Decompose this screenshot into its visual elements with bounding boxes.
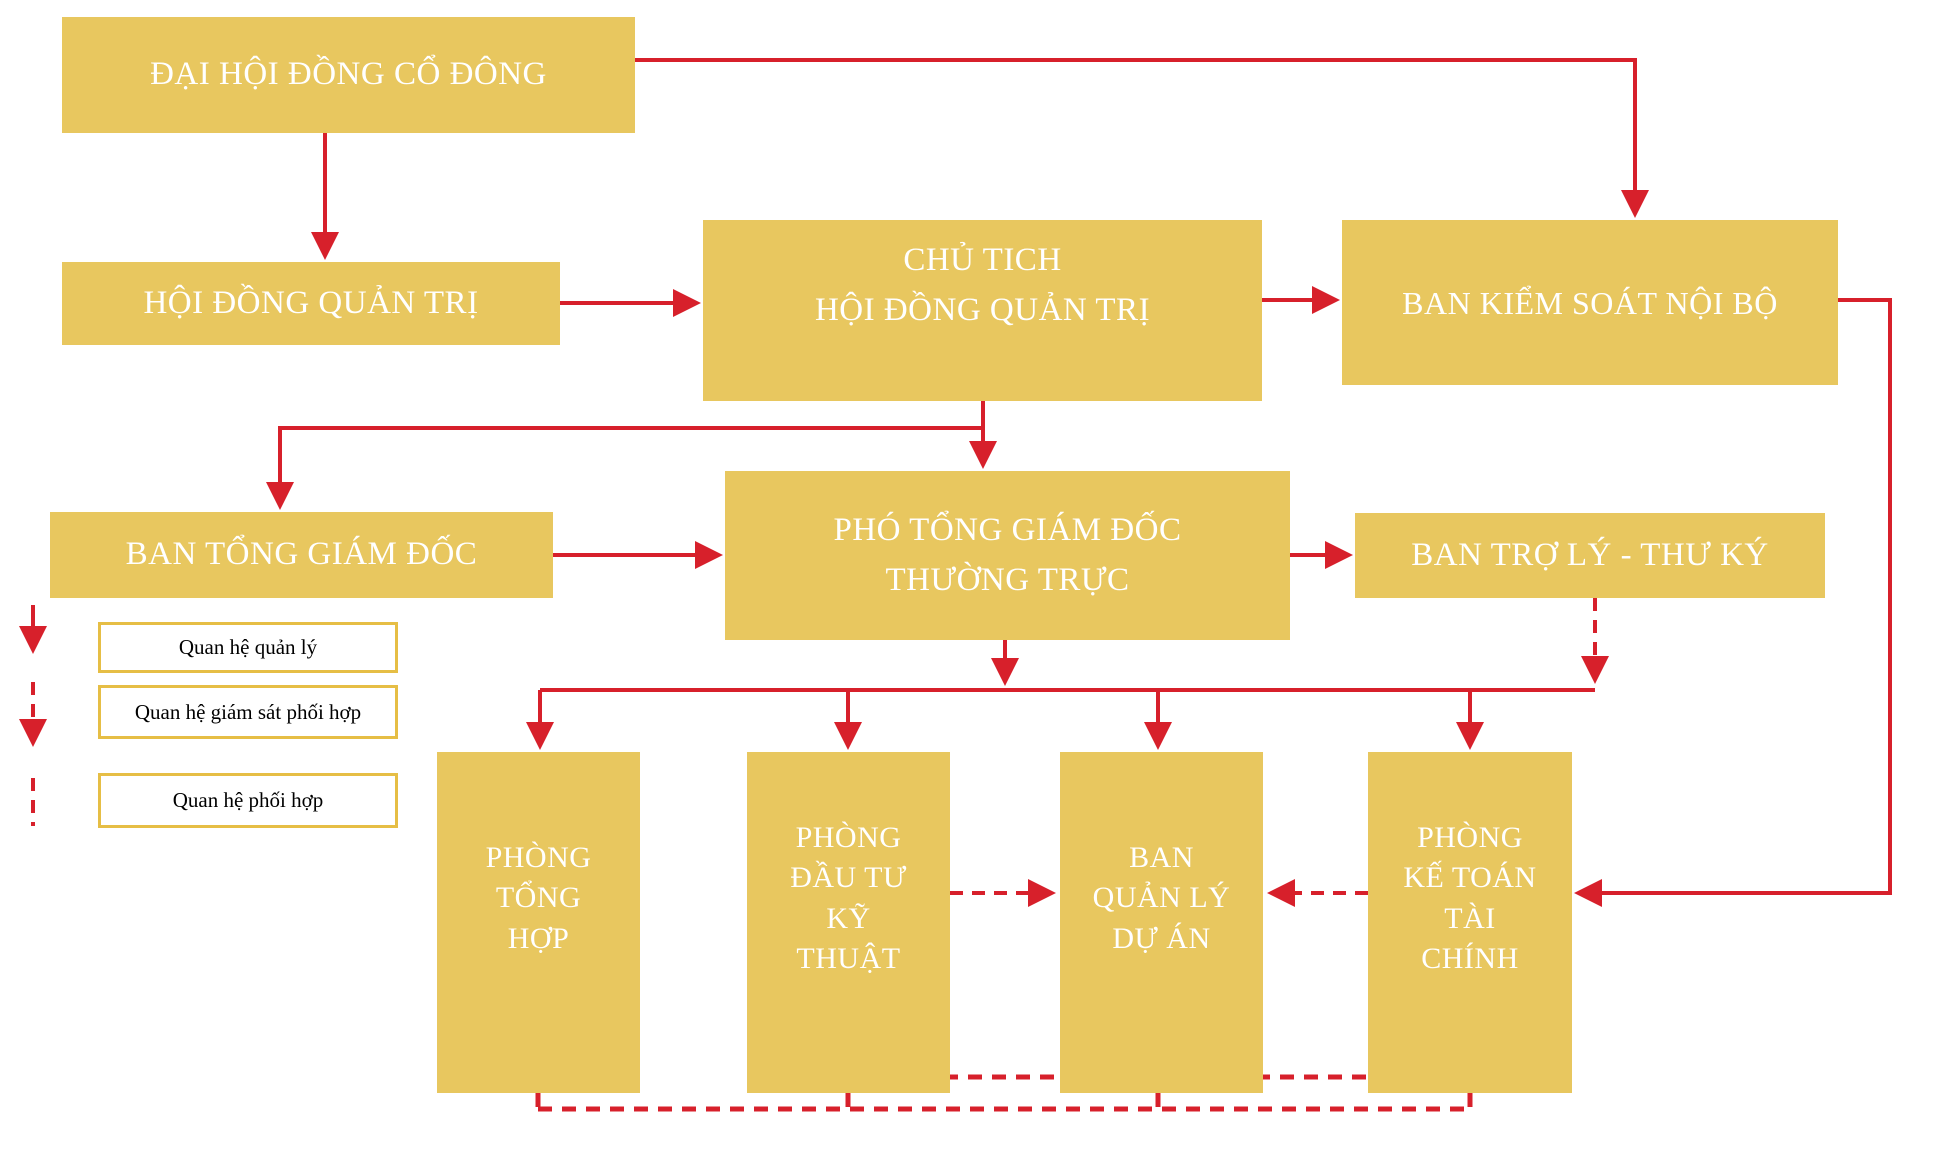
arrow-internal-control-to-accounting [1574, 298, 1892, 907]
node-chu-tich-hdqt: CHỦ TICH HỘI ĐỒNG QUẢN TRỊ [703, 220, 1262, 401]
node-ban-kiem-soat-noi-bo: BAN KIỂM SOÁT NỘI BỘ [1342, 220, 1838, 385]
node-hoi-dong-quan-tri: HỘI ĐỒNG QUẢN TRỊ [62, 262, 560, 345]
node-phong-dau-tu-ky-thuat: PHÒNG ĐẦU TƯ KỸ THUẬT [747, 752, 950, 1093]
legend-label-quan-he-phoi-hop: Quan hệ phối hợp [98, 773, 398, 828]
node-ban-quan-ly-du-an: BAN QUẢN LÝ DỰ ÁN [1060, 752, 1263, 1093]
arrow-chairman-to-general-directors [266, 385, 985, 510]
arrow-shareholders-to-internal-control [635, 58, 1649, 218]
legend-label-quan-he-giam-sat-phoi-hop: Quan hệ giám sát phối hợp [98, 685, 398, 739]
legend-label-quan-he-quan-ly: Quan hệ quản lý [98, 622, 398, 673]
node-phong-tong-hop: PHÒNG TỔNG HỢP [437, 752, 640, 1093]
node-phong-ke-toan-tai-chinh: PHÒNG KẾ TOÁN TÀI CHÍNH [1368, 752, 1572, 1093]
node-ban-tong-giam-doc: BAN TỔNG GIÁM ĐỐC [50, 512, 553, 598]
node-pho-tong-giam-doc-thuong-truc: PHÓ TỔNG GIÁM ĐỐC THƯỜNG TRỰC [725, 471, 1290, 640]
node-ban-tro-ly-thu-ky: BAN TRỢ LÝ - THƯ KÝ [1355, 513, 1825, 598]
node-dai-hoi-dong-co-dong: ĐẠI HỘI ĐỒNG CỔ ĐÔNG [62, 17, 635, 133]
